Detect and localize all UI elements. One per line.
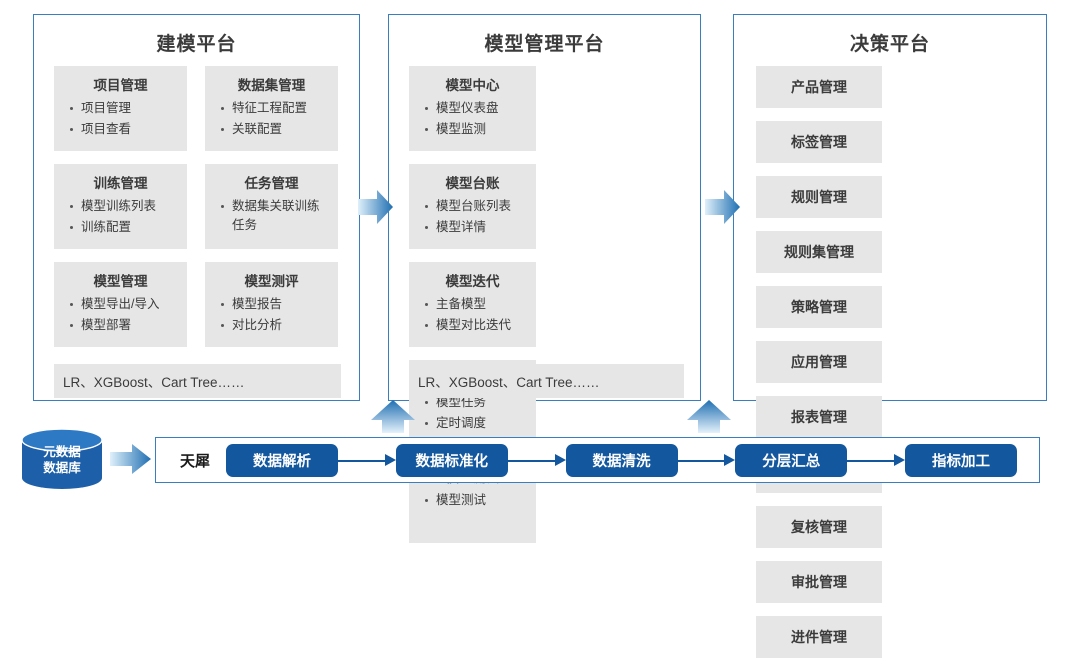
card-item-list: 模型任务 定时调度 xyxy=(413,393,532,433)
list-item[interactable]: 对比分析 xyxy=(219,316,330,335)
decision-button-label-management[interactable]: 标签管理 xyxy=(756,121,882,163)
pipeline-step-data-parsing[interactable]: 数据解析 xyxy=(226,443,339,477)
list-item[interactable]: 定时调度 xyxy=(423,414,528,433)
card-title: 模型台账 xyxy=(445,176,500,191)
card-dataset-management[interactable]: 数据集管理 特征工程配置 关联配置 xyxy=(205,66,338,151)
arrow-right-icon-model-management-to-decision xyxy=(705,190,740,224)
card-title: 数据集管理 xyxy=(237,78,306,93)
list-item[interactable]: 项目查看 xyxy=(68,120,179,139)
arrow-up-icon-pipeline-to-model-management xyxy=(687,400,731,433)
card-item-list: 模型测试 xyxy=(413,491,532,510)
panel-title-model-management: 模型管理平台 xyxy=(484,34,605,55)
card-title: 模型测评 xyxy=(244,274,299,289)
card-item-list: 模型仪表盘 模型监测 xyxy=(413,99,532,139)
card-item-list: 数据集关联训练任务 xyxy=(209,197,334,235)
pipeline-connector-arrow-icon xyxy=(847,454,905,466)
decision-button-approval-management[interactable]: 审批管理 xyxy=(756,561,882,603)
panel-title-modeling: 建模平台 xyxy=(156,34,237,55)
algorithm-footer-model-management: LR、XGBoost、Cart Tree…… xyxy=(409,364,684,398)
panel-title-decision: 决策平台 xyxy=(849,34,930,55)
decision-button-application-management[interactable]: 应用管理 xyxy=(756,341,882,383)
metadata-database-cylinder: 元数据 数据库 xyxy=(18,428,106,490)
card-model-ledger[interactable]: 模型台账 模型台账列表 模型详情 xyxy=(409,164,536,249)
card-title: 训练管理 xyxy=(93,176,148,191)
card-title: 模型中心 xyxy=(445,78,500,93)
decision-button-product-management[interactable]: 产品管理 xyxy=(756,66,882,108)
card-title: 模型管理 xyxy=(93,274,148,289)
architecture-diagram: 建模平台 项目管理 项目管理 项目查看 数据集管理 特征工程配置 关联配置 训练… xyxy=(0,0,1080,511)
data-pipeline-bar: 天犀 数据解析 数据标准化 数据清洗 分层汇总 指标加工 xyxy=(155,437,1040,483)
list-item[interactable]: 模型部署 xyxy=(68,316,179,335)
panel-decision-platform: 决策平台 产品管理 标签管理 规则管理 规则集管理 策略管理 应用管理 报表管理… xyxy=(733,14,1047,658)
pipeline-step-metric-processing[interactable]: 指标加工 xyxy=(905,443,1018,477)
card-item-list: 模型导出/导入 模型部署 xyxy=(58,295,183,335)
pipeline-step-layered-aggregation[interactable]: 分层汇总 xyxy=(735,443,848,477)
database-icon xyxy=(21,428,103,489)
list-item[interactable]: 关联配置 xyxy=(219,120,330,139)
card-item-list: 模型训练列表 训练配置 xyxy=(58,197,183,237)
card-model-iteration[interactable]: 模型迭代 主备模型 模型对比迭代 xyxy=(409,262,536,347)
pipeline-connector-arrow-icon xyxy=(677,454,736,466)
decision-button-intake-management[interactable]: 进件管理 xyxy=(756,616,882,658)
list-item[interactable]: 模型训练列表 xyxy=(68,197,179,216)
decision-button-review-management[interactable]: 复核管理 xyxy=(756,506,882,548)
card-item-list: 项目管理 项目查看 xyxy=(58,99,183,139)
list-item[interactable]: 主备模型 xyxy=(423,295,528,314)
list-item[interactable]: 模型监测 xyxy=(423,120,528,139)
list-item[interactable]: 模型导出/导入 xyxy=(68,295,179,314)
list-item[interactable]: 数据集关联训练任务 xyxy=(219,197,330,235)
list-item[interactable]: 模型对比迭代 xyxy=(423,316,528,335)
pipeline-connector-arrow-icon xyxy=(338,454,396,466)
card-model-management-modeling[interactable]: 模型管理 模型导出/导入 模型部署 xyxy=(54,262,187,347)
pipeline-step-data-cleaning[interactable]: 数据清洗 xyxy=(565,443,678,477)
card-project-management[interactable]: 项目管理 项目管理 项目查看 xyxy=(54,66,187,151)
card-group-modeling: 项目管理 项目管理 项目查看 数据集管理 特征工程配置 关联配置 训练管理 模型… xyxy=(34,66,359,347)
arrow-right-icon-database-to-pipeline xyxy=(110,444,151,474)
card-training-management[interactable]: 训练管理 模型训练列表 训练配置 xyxy=(54,164,187,249)
list-item[interactable]: 模型报告 xyxy=(219,295,330,314)
decision-button-report-management[interactable]: 报表管理 xyxy=(756,396,882,438)
card-title: 模型迭代 xyxy=(445,274,500,289)
list-item[interactable]: 模型台账列表 xyxy=(423,197,528,216)
list-item[interactable]: 模型任务 xyxy=(423,393,528,412)
decision-button-ruleset-management[interactable]: 规则集管理 xyxy=(756,231,882,273)
list-item[interactable]: 特征工程配置 xyxy=(219,99,330,118)
list-item[interactable]: 模型仪表盘 xyxy=(423,99,528,118)
panel-modeling-platform: 建模平台 项目管理 项目管理 项目查看 数据集管理 特征工程配置 关联配置 训练… xyxy=(33,14,360,401)
card-item-list: 特征工程配置 关联配置 xyxy=(209,99,334,139)
card-model-center[interactable]: 模型中心 模型仪表盘 模型监测 xyxy=(409,66,536,151)
card-item-list: 模型报告 对比分析 xyxy=(209,295,334,335)
decision-button-grid: 产品管理 标签管理 规则管理 规则集管理 策略管理 应用管理 报表管理 监控管理… xyxy=(734,66,1046,658)
card-title: 项目管理 xyxy=(93,78,148,93)
list-item[interactable]: 模型测试 xyxy=(423,491,528,510)
list-item[interactable]: 模型详情 xyxy=(423,218,528,237)
card-item-list: 主备模型 模型对比迭代 xyxy=(413,295,532,335)
algorithm-footer-modeling: LR、XGBoost、Cart Tree…… xyxy=(54,364,341,398)
list-item[interactable]: 项目管理 xyxy=(68,99,179,118)
card-item-list: 模型台账列表 模型详情 xyxy=(413,197,532,237)
list-item[interactable]: 训练配置 xyxy=(68,218,179,237)
panel-model-management-platform: 模型管理平台 模型中心 模型仪表盘 模型监测 模型台账 模型台账列表 模型详情 … xyxy=(388,14,701,543)
pipeline-step-data-standardization[interactable]: 数据标准化 xyxy=(395,443,508,477)
pipeline-label-tianxi: 天犀 xyxy=(180,452,211,470)
card-task-management-modeling[interactable]: 任务管理 数据集关联训练任务 xyxy=(205,164,338,249)
card-model-evaluation[interactable]: 模型测评 模型报告 对比分析 xyxy=(205,262,338,347)
card-title: 任务管理 xyxy=(244,176,299,191)
arrow-up-icon-pipeline-to-modeling xyxy=(371,400,415,433)
arrow-right-icon-modeling-to-model-management xyxy=(358,190,393,224)
decision-button-strategy-management[interactable]: 策略管理 xyxy=(756,286,882,328)
decision-button-rule-management[interactable]: 规则管理 xyxy=(756,176,882,218)
pipeline-connector-arrow-icon xyxy=(507,454,566,466)
